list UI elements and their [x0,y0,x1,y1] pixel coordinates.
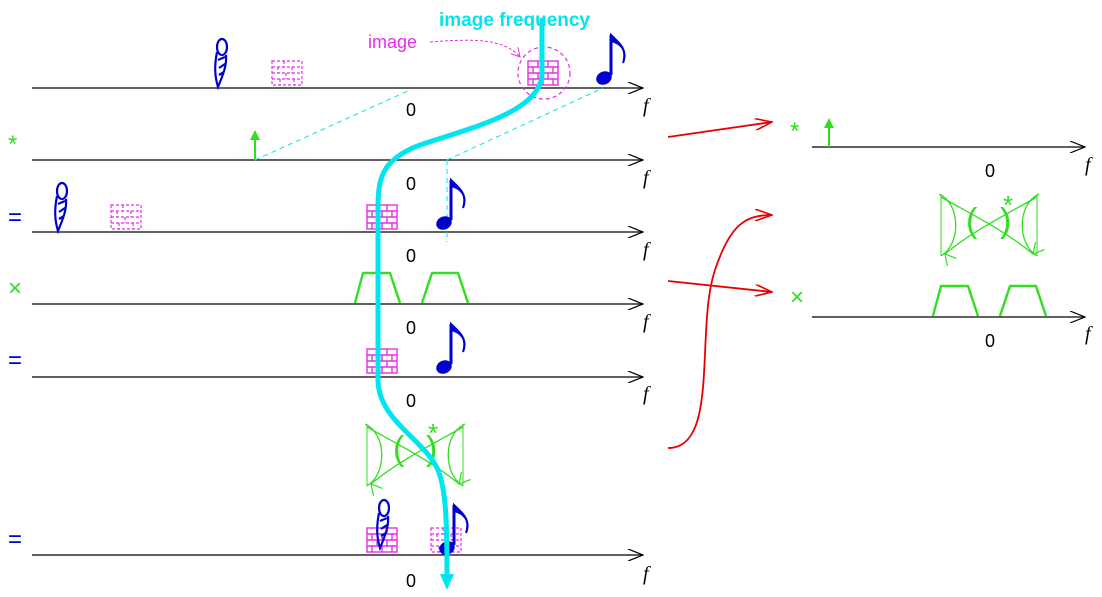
frequency-axis-label: f [643,311,651,333]
brick-icon [366,204,398,230]
convolve-small-operator: * [1003,190,1013,220]
multiply-operator: × [790,284,804,311]
image-frequency-arrowhead [440,574,454,590]
image-frequency-path [375,17,545,581]
frequency-axis-label: f [643,563,651,585]
zero-tick-label: 0 [406,246,416,266]
brick-icon [271,60,303,86]
eighth-note-icon [592,33,627,89]
paren-left: ( [393,430,405,468]
swap-convolution-icon [365,424,465,486]
impulse-arrow-icon [250,130,260,160]
convolve-operator: * [790,118,799,145]
convolve-operator: * [8,131,17,158]
zero-tick-label: 0 [406,318,416,338]
multiply-operator: × [8,275,22,302]
equals-operator: = [8,526,22,553]
paren-left: ( [966,202,978,240]
axis-right-top: 0 f [812,147,1093,181]
brick-icon [110,204,142,230]
zero-tick-label: 0 [406,571,416,591]
impulse-arrow-icon [824,118,834,147]
bandpass-trapezoid-icon [931,284,1048,318]
frequency-axis-label: f [643,383,651,405]
axis-row-5: 0 f [32,377,651,411]
zero-tick-label: 0 [406,391,416,411]
shift-guide-line [254,89,411,161]
axis-row-6: 0 f [32,555,651,591]
zero-tick-label: 0 [406,100,416,120]
swap-convolution-icon [939,194,1039,256]
frequency-axis-label: f [1085,323,1093,345]
red-arrow [667,215,772,449]
eighth-note-icon [432,322,467,378]
image-pointer-arrow [429,39,520,57]
zero-tick-label: 0 [985,161,995,181]
frequency-axis-label: f [643,95,651,117]
brick-icon [366,527,398,553]
axis-right-bottom: 0 f [812,317,1093,351]
axis-row-3: 0 f [32,232,651,266]
equals-operator: = [8,204,22,231]
frequency-axis-label: f [643,239,651,261]
quill-note-icon [54,181,69,233]
convolve-small-operator: * [428,418,438,448]
equals-operator: = [8,347,22,374]
paren-right: ) [426,430,437,468]
axis-row-2: 0 f [32,160,651,194]
shift-guide-line [446,87,604,161]
axis-row-4: 0 f [32,304,651,338]
quill-note-icon [214,37,229,89]
eighth-note-icon [432,178,467,234]
axis-row-1: 0 f [32,88,651,120]
paren-right: ) [1000,202,1011,240]
image-frequency-label: image frequency [439,10,590,31]
eighth-note-icon [435,503,470,559]
frequency-axis-label: f [1085,154,1093,176]
red-arrow [667,122,772,138]
frequency-axis-label: f [643,167,651,189]
image-label: image [368,32,417,52]
zero-tick-label: 0 [406,174,416,194]
red-arrow [667,280,772,292]
brick-icon [366,348,398,374]
zero-tick-label: 0 [985,331,995,351]
bandpass-trapezoid-icon [353,271,470,305]
